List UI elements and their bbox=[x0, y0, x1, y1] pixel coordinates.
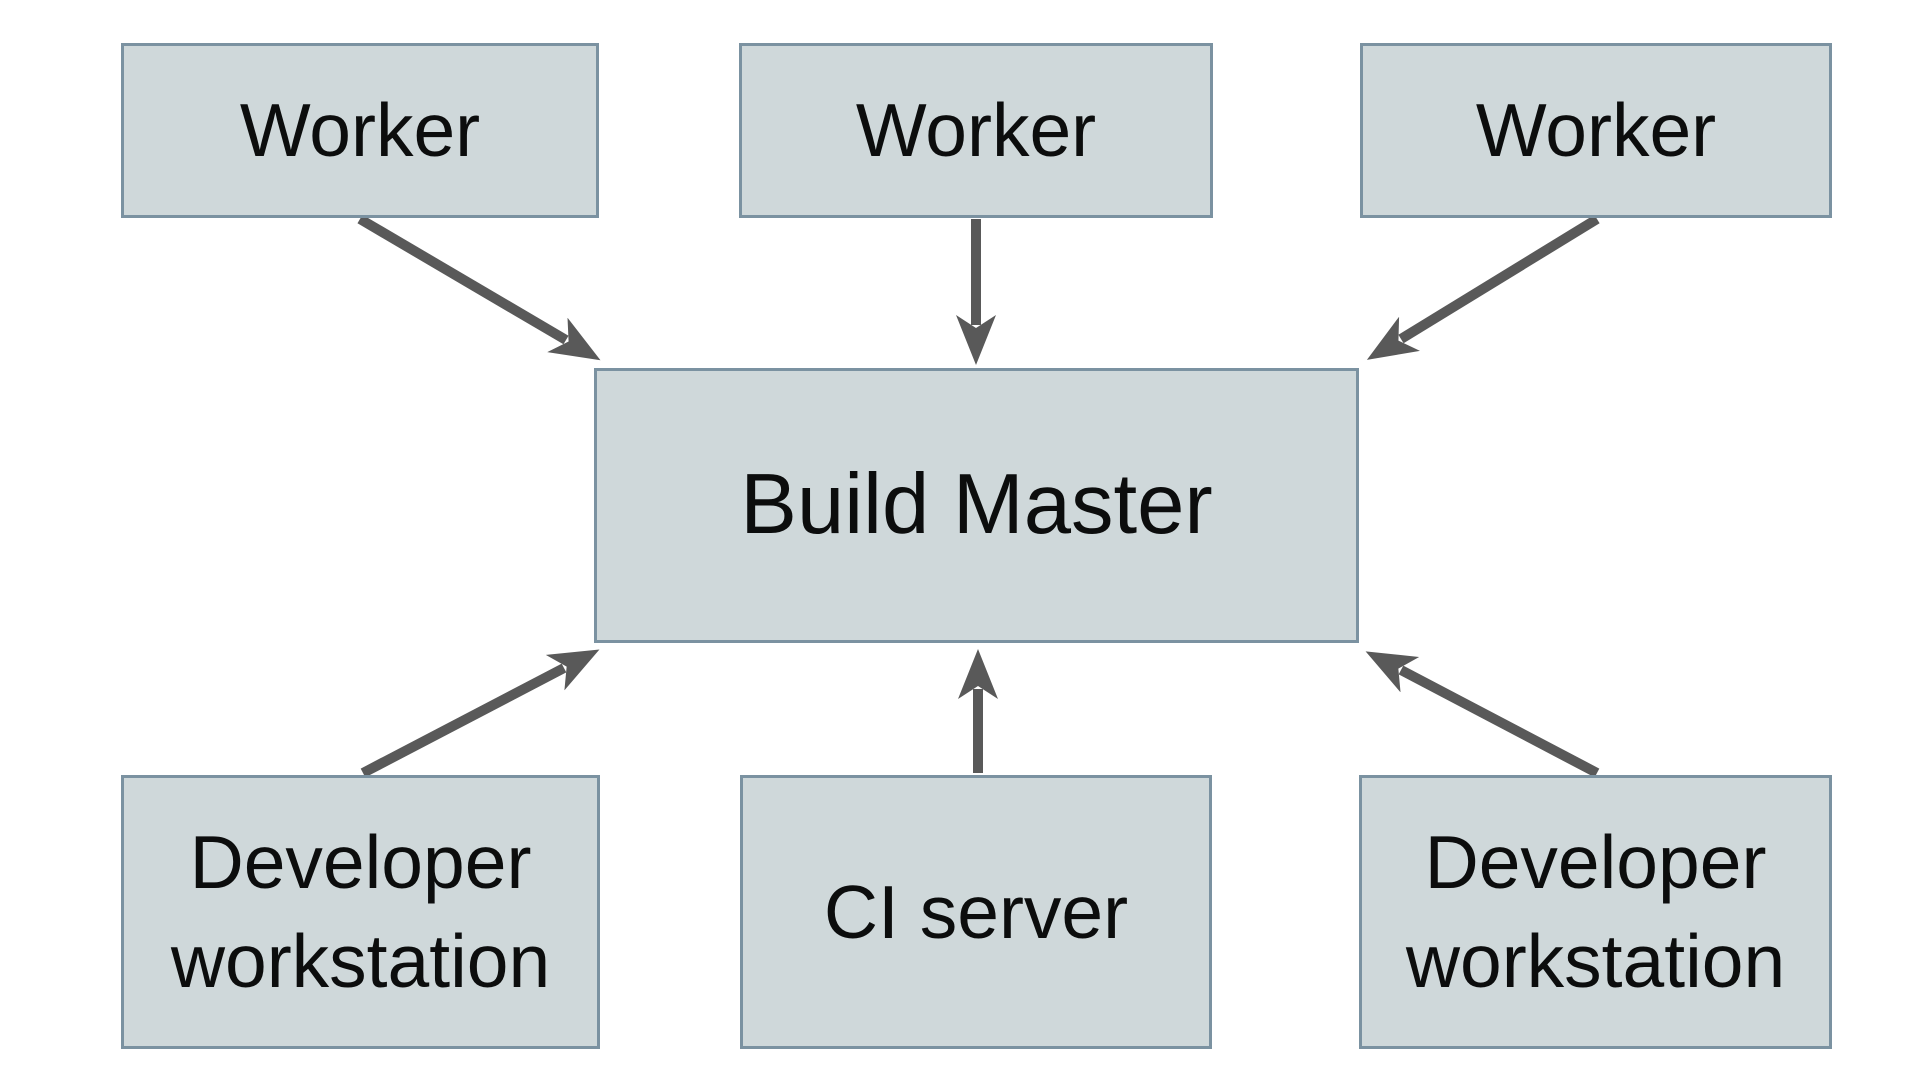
arrow-worker-3-to-build-master bbox=[1366, 214, 1600, 360]
node-ci-server-label: CI server bbox=[823, 869, 1129, 954]
node-developer-workstation-left: Developer workstation bbox=[121, 775, 600, 1049]
arrow-dev-workstation-right-to-build-master bbox=[1365, 651, 1600, 778]
node-developer-workstation-right: Developer workstation bbox=[1359, 775, 1832, 1049]
node-ci-server: CI server bbox=[740, 775, 1212, 1049]
node-developer-workstation-left-label: Developer workstation bbox=[170, 820, 551, 1003]
node-worker-3-label: Worker bbox=[1475, 88, 1717, 172]
node-worker-1: Worker bbox=[121, 43, 599, 218]
node-worker-2-label: Worker bbox=[855, 88, 1097, 172]
node-worker-2: Worker bbox=[739, 43, 1213, 218]
node-build-master-label: Build Master bbox=[740, 457, 1213, 553]
node-worker-3: Worker bbox=[1360, 43, 1832, 218]
node-developer-workstation-right-label: Developer workstation bbox=[1405, 820, 1786, 1003]
node-worker-1-label: Worker bbox=[239, 88, 481, 172]
arrow-worker-1-to-build-master bbox=[357, 214, 601, 361]
node-build-master: Build Master bbox=[594, 368, 1359, 643]
arrow-dev-workstation-left-to-build-master bbox=[360, 649, 600, 778]
